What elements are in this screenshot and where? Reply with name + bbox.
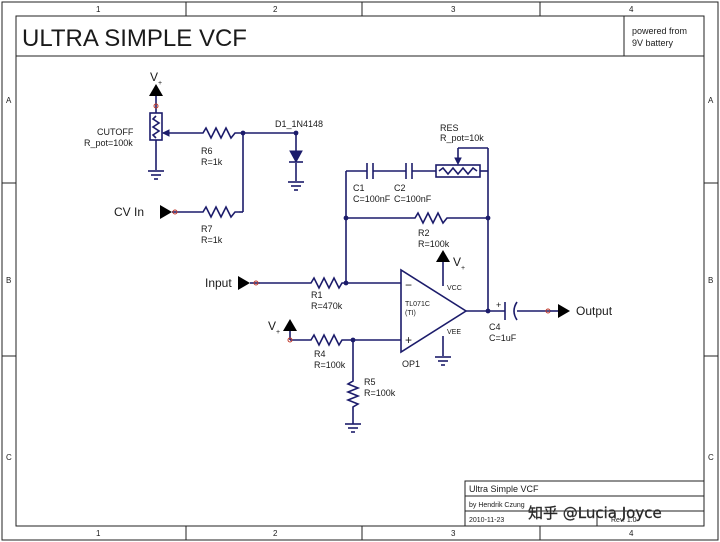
sheet-title: ULTRA SIMPLE VCF: [22, 25, 247, 52]
r5-value: R=100k: [364, 388, 396, 398]
cutoff-value: R_pot=100k: [84, 138, 133, 148]
watermark-text: 知乎 @Lucia Joyce: [528, 504, 662, 522]
col-label-top-4: 4: [629, 5, 634, 14]
r1-value: R=470k: [311, 301, 343, 311]
row-label-right-b: B: [708, 276, 713, 285]
opamp-name: OP1: [402, 359, 420, 369]
resistor-r5: R5 R=100k: [345, 377, 396, 411]
r2-name: R2: [418, 228, 430, 238]
cv-in-port: CV In: [114, 205, 178, 219]
row-label-left-c: C: [6, 453, 12, 462]
opamp-op1: − + TL071C (TI) VCC VEE OP1: [400, 268, 468, 369]
r2-value: R=100k: [418, 239, 450, 249]
ground-d1: [288, 181, 304, 191]
cv-in-label: CV In: [114, 205, 144, 219]
vplus-top-label: V: [150, 70, 158, 84]
r6-value: R=1k: [201, 157, 223, 167]
r7-name: R7: [201, 224, 213, 234]
resistor-r6: R6 R=1k: [199, 126, 239, 167]
c1-value: C=100nF: [353, 194, 391, 204]
capacitor-c1: C1 C=100nF: [353, 163, 391, 204]
col-label-top-3: 3: [451, 5, 456, 14]
r4-name: R4: [314, 349, 326, 359]
cutoff-name: CUTOFF: [97, 127, 134, 137]
capacitor-c4: + C4 C=1uF: [489, 300, 518, 343]
capacitor-c2: C2 C=100nF: [394, 163, 432, 204]
resistor-r1: R1 R=470k: [308, 276, 345, 311]
c1-name: C1: [353, 183, 365, 193]
input-port: Input: [205, 276, 260, 290]
vplus-vcc-sub: +: [461, 265, 465, 272]
col-label-top-1: 1: [96, 5, 101, 14]
vplus-vcc-label: V: [453, 255, 461, 269]
resistor-r4: R4 R=100k: [308, 333, 346, 370]
row-label-right-a: A: [708, 96, 714, 105]
res-name: RES: [440, 123, 459, 133]
row-label-left-b: B: [6, 276, 11, 285]
opamp-minus: −: [405, 278, 412, 292]
opamp-part: TL071C: [405, 301, 430, 308]
row-label-left-a: A: [6, 96, 12, 105]
col-label-bottom-3: 3: [451, 529, 456, 538]
r1-name: R1: [311, 290, 323, 300]
col-label-bottom-4: 4: [629, 529, 634, 538]
opamp-vendor: (TI): [405, 310, 416, 317]
c4-value: C=1uF: [489, 333, 517, 343]
vplus-top-sub: +: [158, 80, 162, 87]
r7-value: R=1k: [201, 235, 223, 245]
title-block-author: by Hendrik Czung: [469, 502, 525, 509]
resistor-r7: R7 R=1k: [199, 205, 239, 245]
d1-name: D1_1N4148: [275, 119, 323, 129]
res-value: R_pot=10k: [440, 133, 484, 143]
c2-value: C=100nF: [394, 194, 432, 204]
title-block-rev: Rev. 1.0: [611, 517, 637, 524]
output-port: Output: [545, 304, 613, 318]
ground-vee: [435, 356, 451, 366]
output-label: Output: [576, 304, 613, 318]
opamp-vcc: VCC: [447, 285, 462, 292]
title-area: ULTRA SIMPLE VCF powered from 9V battery: [16, 16, 704, 57]
wires: [155, 96, 550, 424]
vplus-supply-r4: V +: [268, 319, 297, 343]
junctions: [240, 130, 491, 343]
col-label-bottom-1: 1: [96, 529, 101, 538]
row-label-right-c: C: [708, 453, 714, 462]
power-note-line-1: powered from: [632, 26, 687, 36]
grid-labels: 1 2 3 4 1 2 3 4 A B C A B C: [6, 5, 714, 538]
c4-name: C4: [489, 322, 501, 332]
watermark: 知乎 @Lucia Joyce: [528, 504, 662, 522]
r6-name: R6: [201, 146, 213, 156]
r4-value: R=100k: [314, 360, 346, 370]
title-block: Ultra Simple VCF by Hendrik Czung 2010-1…: [464, 480, 705, 527]
title-block-name: Ultra Simple VCF: [469, 484, 539, 494]
res-potentiometer: RES R_pot=10k: [435, 123, 484, 178]
opamp-vee: VEE: [447, 329, 461, 336]
diode-d1: D1_1N4148: [275, 119, 323, 164]
title-block-date: 2010-11-23: [469, 517, 504, 524]
c4-polarity: +: [496, 300, 501, 310]
r5-name: R5: [364, 377, 376, 387]
c2-name: C2: [394, 183, 406, 193]
input-label: Input: [205, 276, 232, 290]
ground-r5: [345, 423, 361, 433]
opamp-plus: +: [405, 333, 412, 347]
cutoff-potentiometer: CUTOFF R_pot=100k: [84, 112, 170, 148]
resistor-r2: R2 R=100k: [411, 211, 451, 249]
vplus-r4-label: V: [268, 319, 276, 333]
col-label-top-2: 2: [273, 5, 278, 14]
vplus-supply-vcc: V +: [436, 250, 465, 272]
power-note-line-2: 9V battery: [632, 38, 674, 48]
vplus-supply-top: V +: [149, 70, 163, 109]
col-label-bottom-2: 2: [273, 529, 278, 538]
vplus-r4-sub: +: [276, 329, 280, 336]
ground-cutoff: [148, 170, 164, 180]
